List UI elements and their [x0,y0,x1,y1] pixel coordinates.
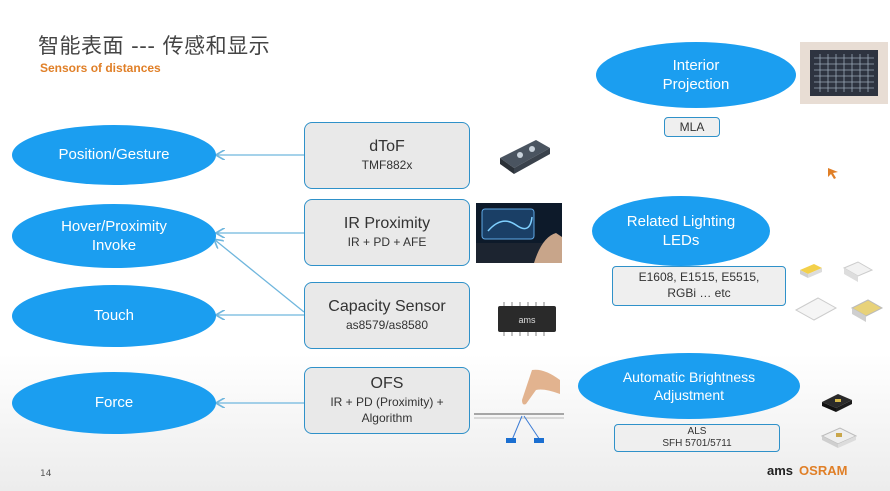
slide-subtitle: Sensors of distances [40,61,161,75]
dtof-sensor-image [500,140,550,174]
page-number: 14 [40,469,52,479]
als-white-sensor-image [820,427,858,448]
chip-marking: ams [518,315,536,325]
part-label: E1608, E1515, E5515, RGBi … etc [638,270,760,300]
sensor-detail: as8579/as8580 [345,317,429,332]
feature-label: Related Lighting LEDs [626,212,736,250]
function-touch: Touch [12,285,216,347]
function-label: Position/Gesture [58,146,170,164]
sensor-dtof: dToF TMF882x [304,122,470,189]
function-hover-proximity: Hover/Proximity Invoke [12,204,216,268]
car-dashboard-image [476,203,562,263]
function-label: Touch [93,307,135,325]
mla-array-image [800,42,888,104]
sensor-detail: TMF882x [361,157,413,172]
feature-related-lighting: Related Lighting LEDs [592,196,770,266]
led-packages-image [794,261,884,322]
capacity-chip-image: ams [498,302,556,336]
mouse-cursor-icon [828,168,838,179]
ofs-hand-image [474,369,564,443]
sensor-capacity: Capacity Sensor as8579/as8580 [304,282,470,349]
function-force: Force [12,372,216,434]
sensor-ofs: OFS IR + PD (Proximity) + Algorithm [304,367,470,434]
feature-interior-projection: Interior Projection [596,42,796,108]
sensor-detail: IR + PD (Proximity) + Algorithm [330,394,444,425]
part-als: ALS SFH 5701/5711 [614,424,780,452]
sensor-ir-proximity: IR Proximity IR + PD + AFE [304,199,470,266]
sensor-name: IR Proximity [343,214,431,232]
sensor-name: dToF [369,137,405,155]
slide-title: 智能表面 --- 传感和显示 [38,34,271,58]
part-label: MLA [679,120,705,134]
feature-label: Interior Projection [662,56,730,94]
arrow-capacity-to-hover [215,240,305,313]
ams-logo-text: ams [767,463,794,478]
osram-logo-text: OSRAM [799,463,848,478]
part-label: ALS SFH 5701/5711 [662,425,732,450]
feature-automatic-brightness: Automatic Brightness Adjustment [578,353,800,419]
company-logo: ams OSRAM [767,463,847,478]
sensor-name: OFS [370,374,404,392]
part-mla: MLA [664,117,720,137]
als-black-sensor-image [822,394,852,412]
part-leds: E1608, E1515, E5515, RGBi … etc [612,266,786,306]
feature-label: Automatic Brightness Adjustment [622,368,756,403]
function-label: Force [94,394,134,412]
sensor-name: Capacity Sensor [328,297,446,315]
function-position-gesture: Position/Gesture [12,125,216,185]
sensor-detail: IR + PD + AFE [347,234,427,249]
function-label: Hover/Proximity Invoke [61,217,167,255]
